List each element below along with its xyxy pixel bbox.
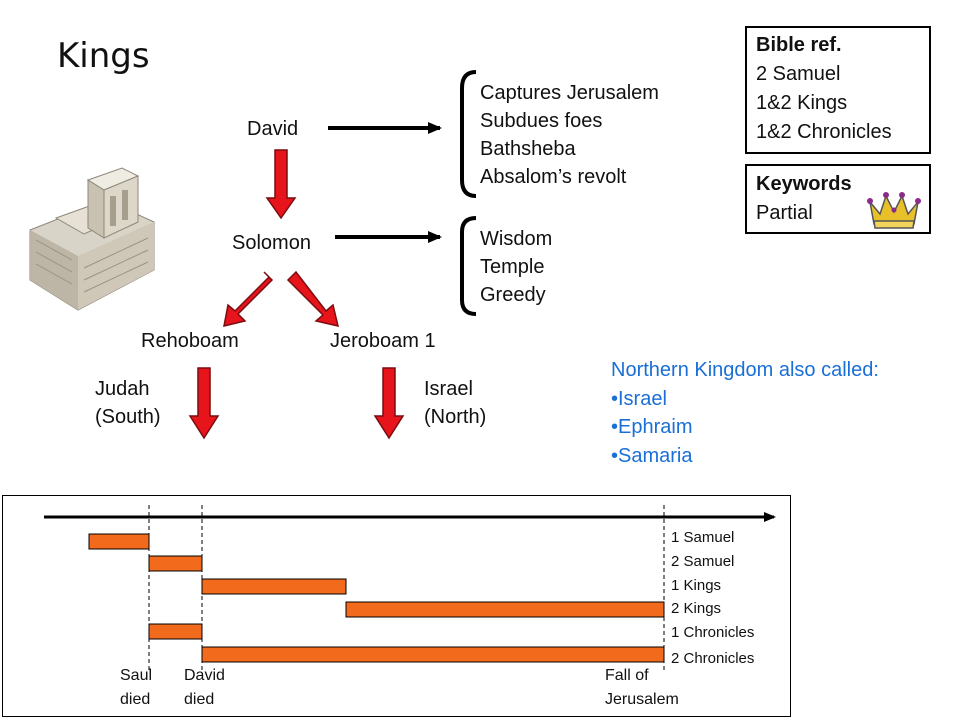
bible-ref-heading: Bible ref. xyxy=(756,34,842,56)
book-label: 1 Kings xyxy=(671,576,722,594)
bracket-solomon-traits xyxy=(460,216,477,316)
marker-text: died xyxy=(120,691,151,708)
solomon-label: Solomon xyxy=(232,232,311,254)
red-arrow-solomon-rehoboam xyxy=(223,271,274,327)
bar-2-kings xyxy=(345,601,665,618)
judah-label: Judah (South) xyxy=(95,375,161,431)
keywords-heading: Keywords xyxy=(756,173,852,195)
marker-text: David xyxy=(184,667,225,684)
northern-kingdom-name: •Samaria xyxy=(611,444,693,467)
crown-icon xyxy=(867,192,921,229)
israel-name: Israel xyxy=(424,378,473,400)
judah-direction: (South) xyxy=(95,406,161,428)
timeline-panel: 1 Samuel 2 Samuel 1 Kings 2 Kings 1 Chro… xyxy=(2,495,791,717)
book-label: 1 Chronicles xyxy=(671,624,755,642)
bar-2-samuel xyxy=(148,555,203,572)
keywords-box: Keywords Partial xyxy=(745,164,931,234)
marker-text: Fall of xyxy=(605,667,649,684)
northern-kingdom-note: Northern Kingdom also called: •Israel •E… xyxy=(611,356,879,470)
rehoboam-label: Rehoboam xyxy=(141,330,239,352)
bar-1-samuel xyxy=(88,533,150,550)
red-arrow-israel xyxy=(373,367,405,440)
david-label: David xyxy=(247,118,299,140)
book-label: 2 Kings xyxy=(671,600,722,618)
bar-1-kings xyxy=(201,578,347,595)
bible-ref-item: 2 Samuel xyxy=(756,63,841,85)
saul-died-label: Saul died xyxy=(120,664,152,712)
keywords-value: Partial xyxy=(756,202,813,224)
bible-ref-box: Bible ref. 2 Samuel 1&2 Kings 1&2 Chroni… xyxy=(745,26,931,154)
solomon-trait: Greedy xyxy=(480,284,546,306)
marker-text: Jerusalem xyxy=(605,691,679,708)
northern-kingdom-heading: Northern Kingdom also called: xyxy=(611,359,879,381)
bible-ref-item: 1&2 Chronicles xyxy=(756,121,892,143)
book-label: 2 Samuel xyxy=(671,552,735,570)
david-died-label: David died xyxy=(184,664,225,712)
david-event: Bathsheba xyxy=(480,138,576,160)
red-arrow-judah xyxy=(188,367,220,440)
red-arrow-solomon-jeroboam xyxy=(286,270,340,327)
book-label: 1 Samuel xyxy=(671,529,735,546)
solomon-trait: Temple xyxy=(480,256,545,278)
red-arrow-david-solomon xyxy=(265,149,297,220)
solomon-traits-list: Wisdom Temple Greedy xyxy=(480,225,552,309)
bible-ref-item: 1&2 Kings xyxy=(756,92,848,114)
israel-direction: (North) xyxy=(424,406,487,428)
david-events-list: Captures Jerusalem Subdues foes Bathsheb… xyxy=(480,79,659,191)
marker-text: Saul xyxy=(120,667,153,684)
jeroboam-label: Jeroboam 1 xyxy=(330,330,436,352)
david-event: Absalom’s revolt xyxy=(480,166,627,188)
david-event: Subdues foes xyxy=(480,110,603,132)
northern-kingdom-name: •Israel xyxy=(611,387,667,410)
judah-name: Judah xyxy=(95,378,150,400)
timeline-graphic xyxy=(44,505,776,670)
book-label: 2 Chronicles xyxy=(671,649,755,667)
solomon-trait: Wisdom xyxy=(480,228,553,250)
fall-of-jerusalem-label: Fall of Jerusalem xyxy=(605,664,679,712)
northern-kingdom-name: •Ephraim xyxy=(611,416,693,438)
bar-1-chronicles xyxy=(148,623,203,640)
bracket-david-events xyxy=(460,70,477,198)
temple-model-image xyxy=(29,167,155,311)
israel-label: Israel (North) xyxy=(424,375,486,431)
page-title: Kings xyxy=(57,36,150,76)
timeline-book-list: 1 Samuel 2 Samuel 1 Kings 2 Kings 1 Chro… xyxy=(671,526,754,671)
bar-2-chronicles xyxy=(201,646,665,663)
marker-text: died xyxy=(184,691,215,708)
david-event: Captures Jerusalem xyxy=(480,82,659,104)
